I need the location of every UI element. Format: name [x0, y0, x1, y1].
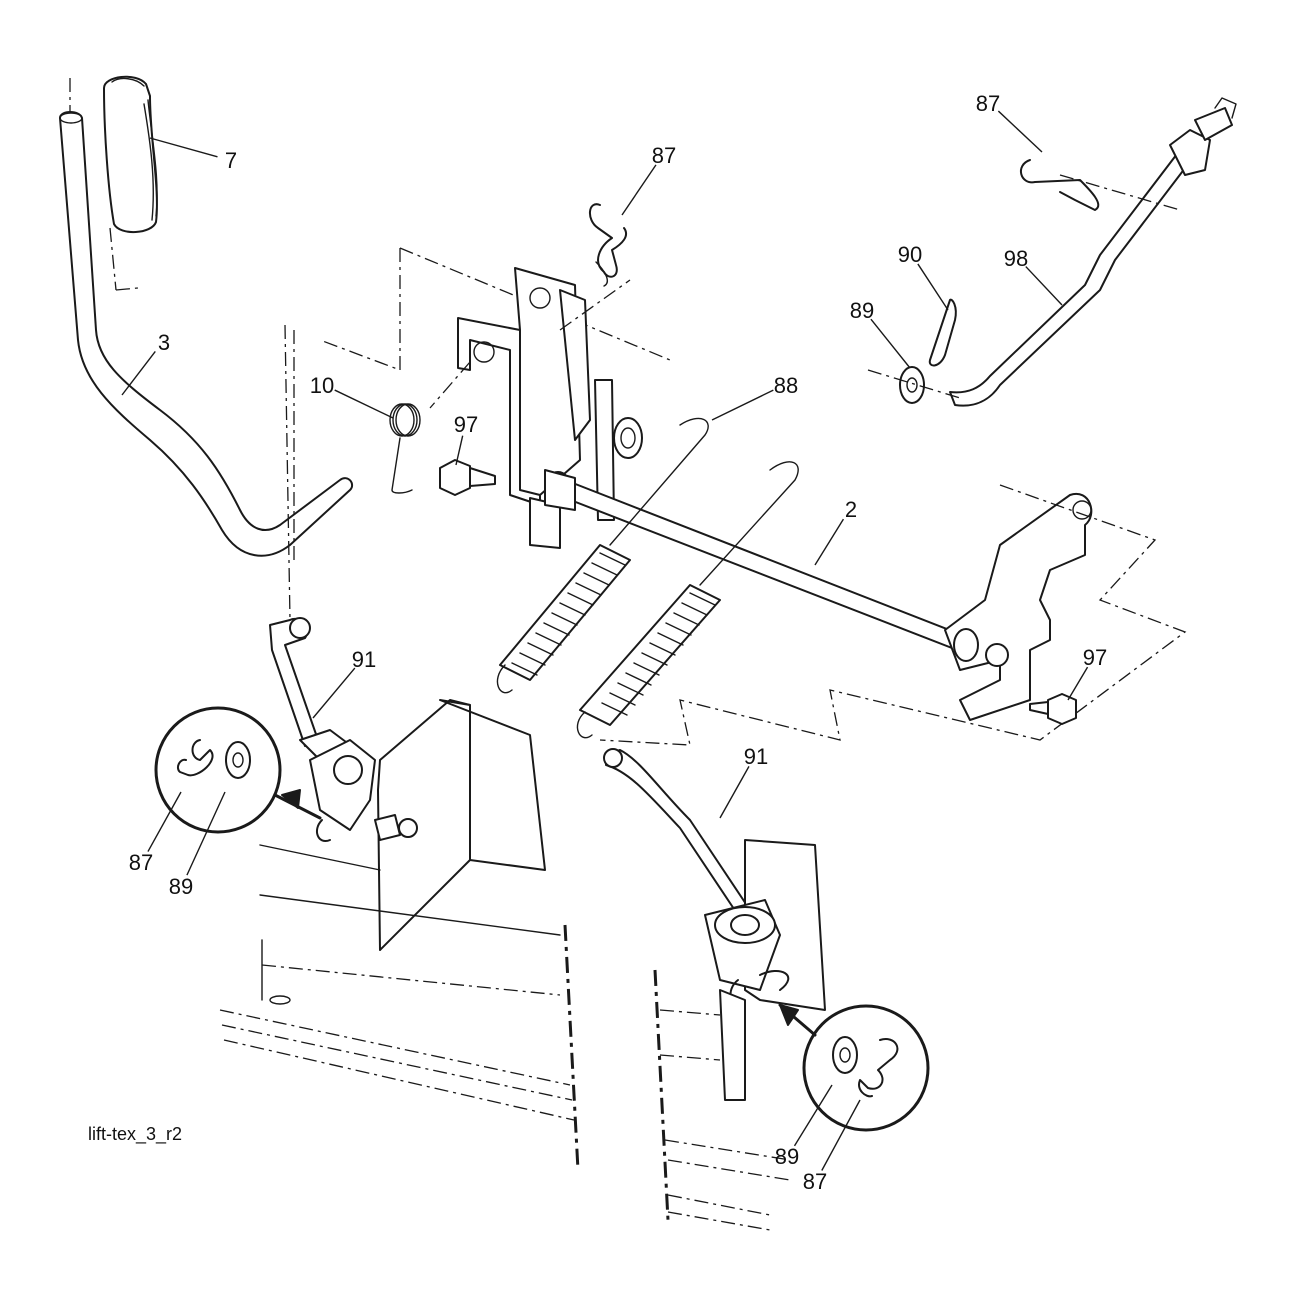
part-87-hairpin-clip-top-right: [1020, 159, 1100, 211]
callout-leader-c7: [149, 137, 218, 158]
callout-leader-c97b: [1067, 666, 1089, 701]
part-10-torsion-spring: [389, 361, 471, 494]
callout-leader-c2: [814, 518, 845, 566]
detail-circle-left: [154, 706, 322, 834]
drawing-id-caption: lift-tex_3_r2: [88, 1124, 182, 1145]
callout-label-c89b: 89: [169, 874, 193, 899]
spring-left: [496, 544, 631, 694]
callout-label-c10: 10: [310, 373, 334, 398]
callout-leader-c89c: [793, 1084, 833, 1147]
callout-label-c87b: 87: [976, 91, 1000, 116]
callout-leader-c10: [334, 389, 394, 419]
callout-label-c98: 98: [1004, 246, 1028, 271]
spring-right: [576, 584, 721, 739]
callout-label-c87c: 87: [129, 850, 153, 875]
part-88-lift-springs: [496, 417, 799, 739]
callout-label-c97a: 97: [454, 412, 478, 437]
center-mounting-bracket: [284, 247, 671, 621]
right-deck-hanger: [653, 839, 826, 1231]
callout-label-c89a: 89: [850, 298, 874, 323]
callout-leader-c87a: [621, 164, 657, 216]
detail-part-87-clip: [176, 739, 214, 777]
part-3-lift-lever: [59, 111, 354, 560]
callout-leader-c88: [711, 389, 774, 421]
detail-circle-right: [778, 1003, 930, 1132]
detail-part-87-clip-right: [858, 1038, 899, 1098]
callout-label-c91a: 91: [352, 647, 376, 672]
detail-part-89-washer-right: [832, 1036, 858, 1074]
callout-leader-c91a: [312, 667, 356, 719]
callout-label-c89c: 89: [775, 1144, 799, 1169]
callout-leader-c87d: [821, 1099, 861, 1171]
left-deck-hanger: [219, 699, 580, 1171]
part-90-cotter-pin: [928, 298, 957, 367]
callout-leader-c90: [917, 263, 949, 311]
part-97-bolt-lower: [1029, 693, 1077, 725]
part-91-lift-link-right: [603, 748, 751, 919]
callout-leader-c3: [121, 350, 156, 396]
part-2-lift-shaft: [544, 469, 976, 656]
part-97-bolt-upper: [439, 459, 496, 496]
callout-leader-c97a: [455, 435, 464, 466]
callout-leader-c89b: [186, 791, 226, 876]
callout-label-c2: 2: [845, 497, 857, 522]
callout-leader-c87b: [997, 110, 1043, 153]
detail-part-89-washer: [225, 741, 251, 779]
part-89-washer-top: [867, 366, 961, 404]
callout-label-c91b: 91: [744, 744, 768, 769]
callout-label-c88: 88: [774, 373, 798, 398]
callout-leader-c98: [1025, 266, 1063, 306]
part-98-adjustment-rod: [949, 97, 1237, 407]
shaft-right-bracket: [599, 484, 1187, 746]
callout-label-c87d: 87: [803, 1169, 827, 1194]
callout-label-c3: 3: [158, 330, 170, 355]
callout-label-c97b: 97: [1083, 645, 1107, 670]
callout-leader-c89a: [870, 318, 911, 369]
part-91-lift-link-left: [269, 617, 351, 761]
part-87-hairpin-clip-upper: [559, 203, 631, 331]
callout-leader-c91b: [719, 766, 750, 819]
callout-label-c7: 7: [225, 148, 237, 173]
callout-leader-c87c: [147, 791, 182, 852]
callout-label-c90: 90: [898, 242, 922, 267]
part-7-handle-grip: [69, 75, 158, 291]
callout-label-c87a: 87: [652, 143, 676, 168]
